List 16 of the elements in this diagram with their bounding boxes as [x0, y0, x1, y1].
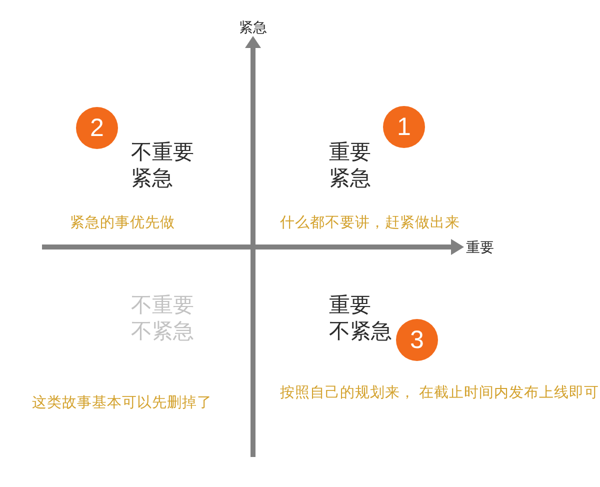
note-text: 什么都不要讲，赶紧做出来 — [280, 216, 460, 230]
axis-label: 重要 — [466, 240, 494, 254]
quadrant-label: 重要 — [329, 295, 371, 316]
quadrant-label: 紧急 — [131, 168, 173, 189]
quadrant-label: 重要 — [329, 142, 371, 163]
quadrant-label: 不重要 — [131, 295, 194, 316]
number-circle: 3 — [396, 319, 438, 361]
quadrant-label: 不重要 — [131, 142, 194, 163]
number-circle: 1 — [383, 106, 425, 148]
axis-label: 紧急 — [239, 20, 267, 34]
note-text: 按照自己的规划来， 在截止时间内发布上线即可 — [280, 386, 600, 400]
quadrant-label: 不紧急 — [131, 321, 194, 342]
quadrant-label: 紧急 — [329, 168, 371, 189]
note-text: 这类故事基本可以先删掉了 — [32, 396, 212, 410]
number-circle: 2 — [76, 107, 118, 149]
note-text: 紧急的事优先做 — [70, 216, 175, 230]
